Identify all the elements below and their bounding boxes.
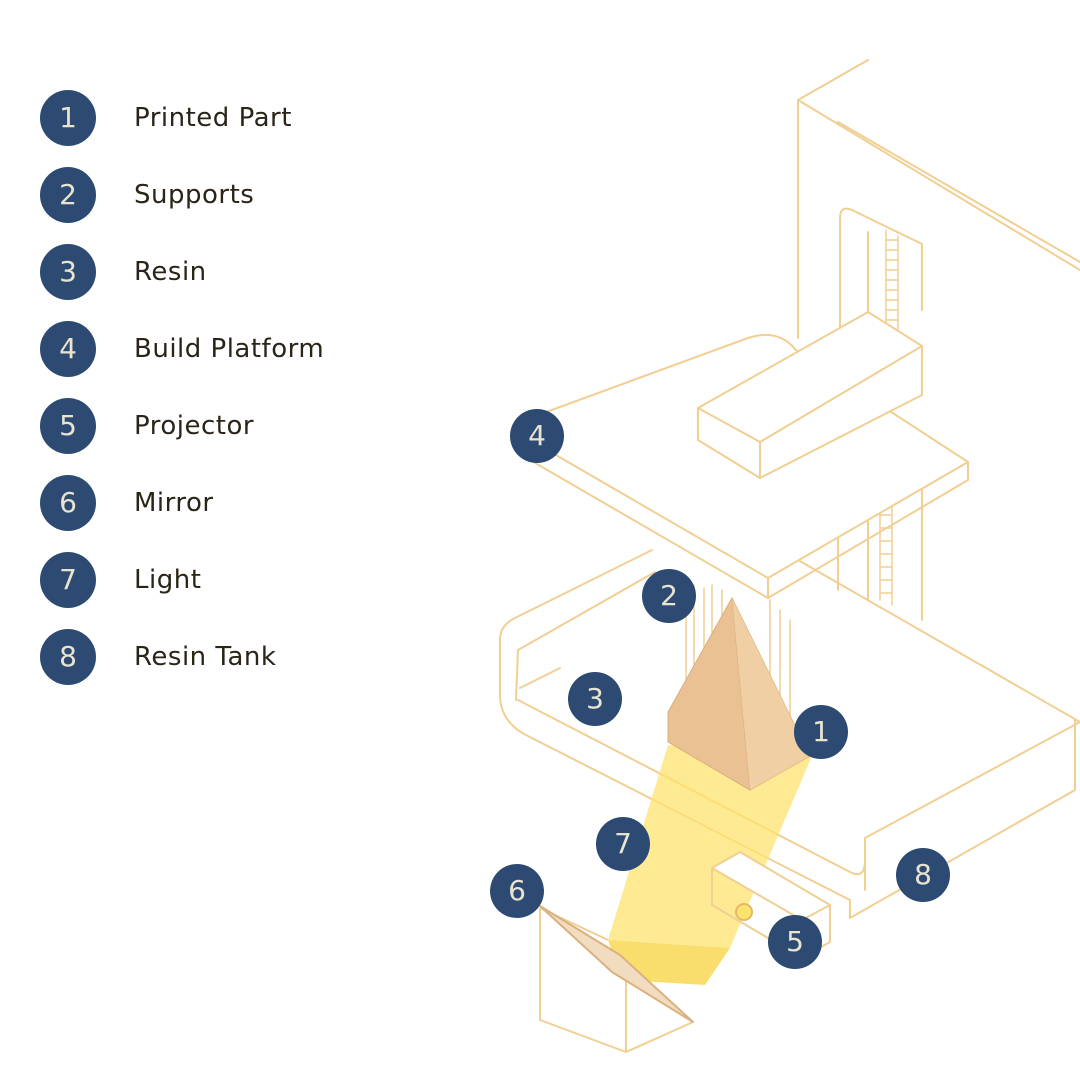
- printed-part-shape: [667, 596, 811, 791]
- callout-supports: 2: [642, 569, 696, 623]
- legend-item-light: 7 Light: [40, 552, 400, 608]
- legend-item-printed-part: 1 Printed Part: [40, 90, 400, 146]
- build-platform-shape: [529, 311, 969, 599]
- legend-label: Build Platform: [134, 334, 325, 364]
- legend-item-supports: 2 Supports: [40, 167, 400, 223]
- legend-item-resin-tank: 8 Resin Tank: [40, 629, 400, 685]
- legend-badge: 7: [40, 552, 96, 608]
- legend-badge: 1: [40, 90, 96, 146]
- legend-badge: 6: [40, 475, 96, 531]
- legend-label: Resin Tank: [134, 642, 277, 672]
- legend-label: Supports: [134, 180, 255, 210]
- callout-printed-part: 1: [794, 705, 848, 759]
- callout-light: 7: [596, 817, 650, 871]
- legend-label: Projector: [134, 411, 255, 441]
- legend-item-build-platform: 4 Build Platform: [40, 321, 400, 377]
- legend-badge: 5: [40, 398, 96, 454]
- legend-badge: 4: [40, 321, 96, 377]
- legend-label: Mirror: [134, 488, 214, 518]
- legend-item-projector: 5 Projector: [40, 398, 400, 454]
- lead-screw-rack: [879, 229, 899, 606]
- mirror-shape: [539, 905, 694, 1053]
- legend-label: Light: [134, 565, 202, 595]
- legend-badge: 2: [40, 167, 96, 223]
- callout-resin-tank: 8: [896, 848, 950, 902]
- legend-item-resin: 3 Resin: [40, 244, 400, 300]
- resin-tank-shape: [499, 549, 1080, 919]
- legend-label: Printed Part: [134, 103, 292, 133]
- legend-label: Resin: [134, 257, 207, 287]
- legend-badge: 3: [40, 244, 96, 300]
- printer-tower: [797, 59, 1080, 723]
- callout-build-platform: 4: [510, 409, 564, 463]
- legend-badge: 8: [40, 629, 96, 685]
- legend-item-mirror: 6 Mirror: [40, 475, 400, 531]
- callout-resin: 3: [568, 672, 622, 726]
- callout-mirror: 6: [490, 864, 544, 918]
- callout-projector: 5: [768, 915, 822, 969]
